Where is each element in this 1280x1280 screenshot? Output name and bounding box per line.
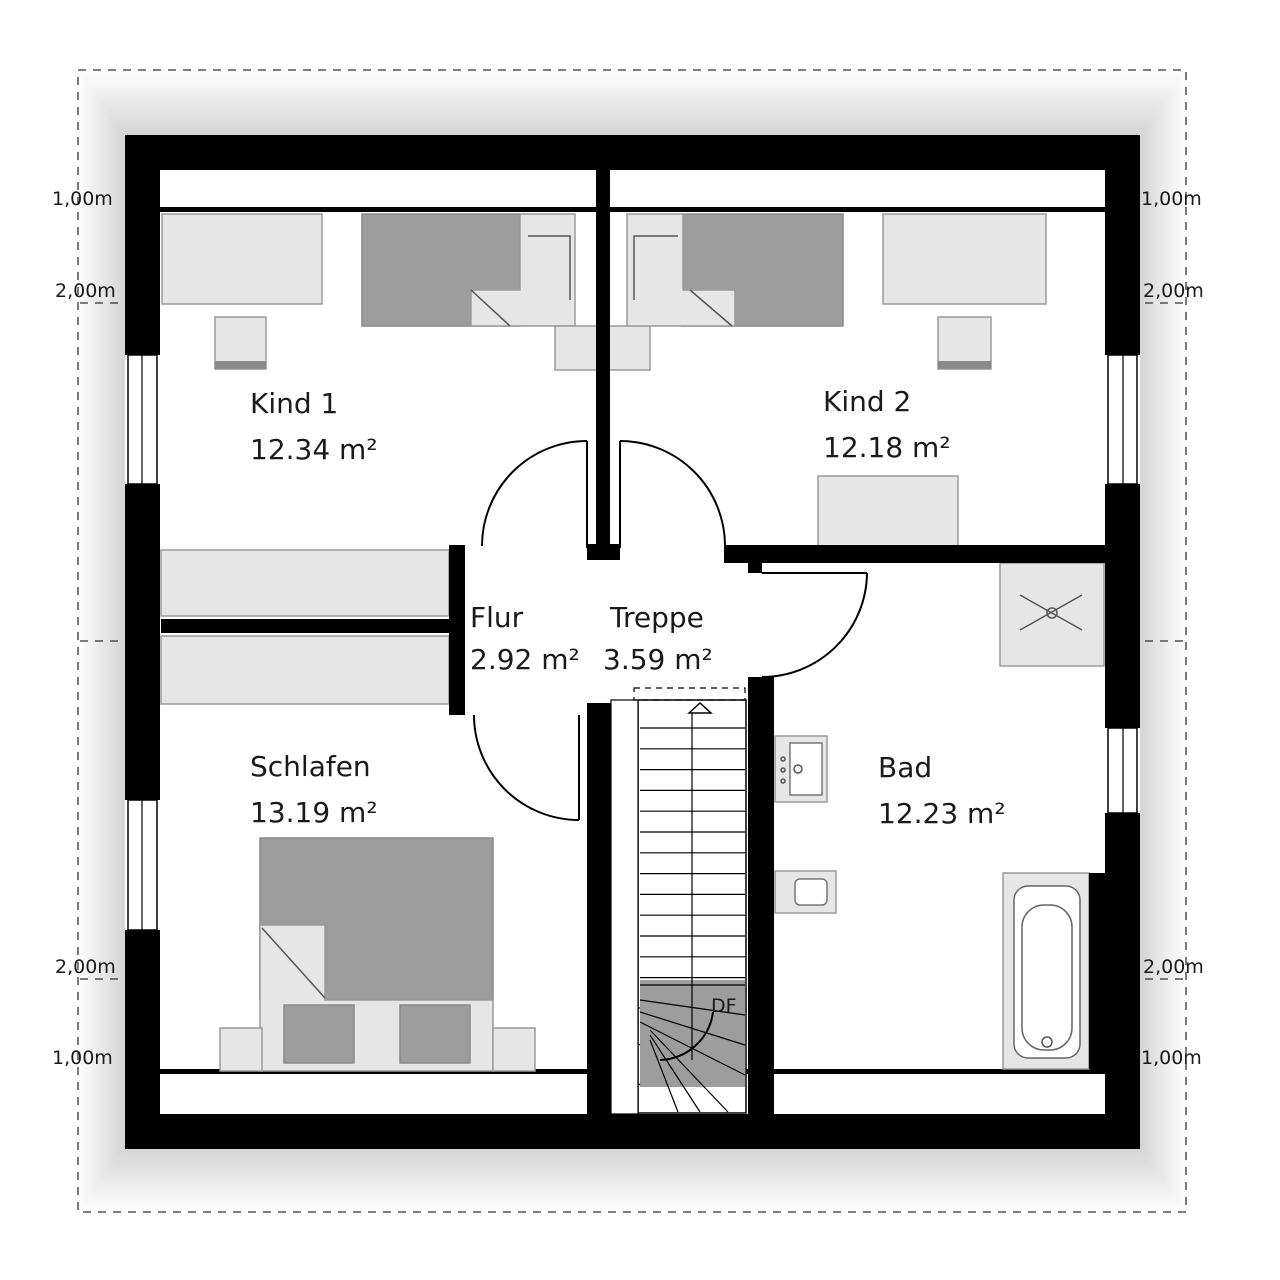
wardrobe-kind2 bbox=[882, 213, 1047, 305]
bed-cover-kind1 bbox=[470, 213, 576, 327]
room-area-bad: 12.23 m² bbox=[878, 797, 1006, 830]
room-name-kind2: Kind 2 bbox=[823, 385, 911, 418]
stair-label: DF bbox=[711, 995, 737, 1017]
knee-wall-top bbox=[160, 207, 1105, 212]
room-area-schlafen: 13.19 m² bbox=[250, 796, 378, 829]
room-area-flur: 2.92 m² bbox=[470, 643, 580, 676]
pillow-left bbox=[283, 1004, 355, 1064]
bed-cover-kind2 bbox=[626, 213, 736, 327]
room-name-flur: Flur bbox=[470, 601, 524, 634]
room-area-treppe: 3.59 m² bbox=[603, 643, 713, 676]
door-swings bbox=[473, 440, 868, 821]
room-name-treppe: Treppe bbox=[609, 601, 704, 634]
room-area-kind2: 12.18 m² bbox=[823, 431, 951, 464]
staircase bbox=[610, 687, 747, 1115]
walls bbox=[125, 135, 1140, 1149]
height-labels: 1,00m 2,00m 2,00m 1,00m 1,00m 2,00m 2,00… bbox=[52, 188, 1204, 1069]
height-label-top-right-2m: 2,00m bbox=[1143, 280, 1204, 302]
height-label-bottom-left-1m: 1,00m bbox=[52, 1047, 113, 1069]
height-label-top-left-1m: 1,00m bbox=[52, 188, 113, 210]
wardrobe-kind1-lower bbox=[160, 549, 450, 617]
furniture-schlafen bbox=[160, 635, 536, 1072]
room-name-kind1: Kind 1 bbox=[250, 387, 338, 420]
room-name-bad: Bad bbox=[878, 751, 932, 784]
room-labels: Kind 1 12.34 m² Kind 2 12.18 m² Flur 2.9… bbox=[250, 385, 1006, 1017]
wardrobe-schlafen bbox=[160, 635, 450, 705]
stair-winder bbox=[649, 1029, 729, 1113]
stair-winder bbox=[649, 1039, 679, 1113]
room-area-kind1: 12.34 m² bbox=[250, 433, 378, 466]
stair-winder bbox=[649, 1034, 701, 1113]
pillow-right bbox=[399, 1004, 471, 1064]
furniture-kind2 bbox=[626, 213, 1047, 547]
height-label-bottom-right-1m: 1,00m bbox=[1141, 1047, 1202, 1069]
shower bbox=[999, 562, 1105, 667]
chair-kind2 bbox=[937, 316, 992, 370]
wardrobe-kind1 bbox=[161, 213, 323, 305]
height-label-bottom-right-2m: 2,00m bbox=[1143, 956, 1204, 978]
height-label-top-right-1m: 1,00m bbox=[1141, 188, 1202, 210]
room-name-schlafen: Schlafen bbox=[250, 750, 371, 783]
desk-kind2 bbox=[817, 475, 959, 547]
height-label-bottom-left-2m: 2,00m bbox=[55, 956, 116, 978]
height-label-top-left-2m: 2,00m bbox=[55, 280, 116, 302]
